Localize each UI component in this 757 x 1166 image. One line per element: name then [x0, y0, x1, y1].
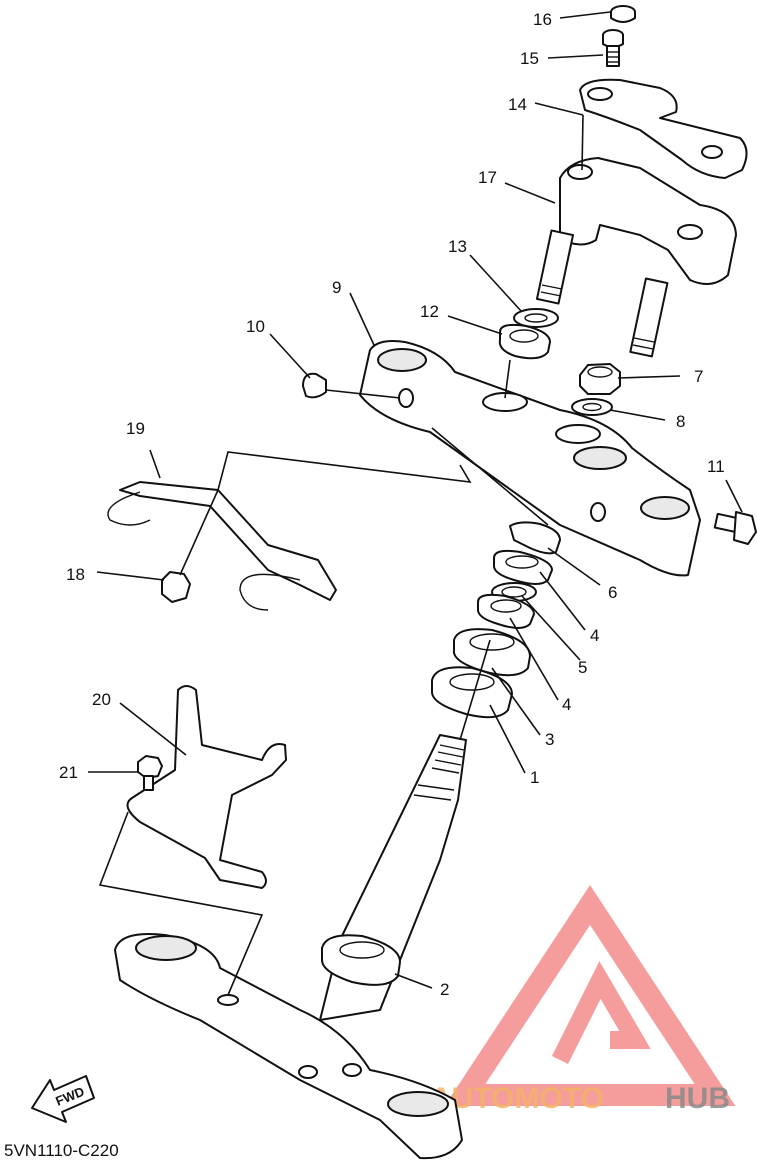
- part-2-lower-bearing: [321, 934, 401, 986]
- callout-17: 17: [478, 168, 497, 187]
- part-10-plug: [302, 372, 327, 399]
- part-18-nut: [161, 571, 191, 603]
- part-12-bushing: [498, 323, 551, 360]
- callout-14: 14: [508, 95, 527, 114]
- callout-3: 3: [545, 730, 554, 749]
- callout-1: 1: [530, 768, 539, 787]
- callout-18: 18: [66, 565, 85, 584]
- part-4-ring-nut-a: [493, 549, 553, 585]
- part-6-washer: [509, 521, 561, 555]
- part-8-washer: [571, 398, 613, 416]
- part-4-ring-nut-b: [477, 593, 535, 629]
- part-19-cable-bracket: [107, 481, 337, 611]
- callout-9: 9: [332, 278, 341, 297]
- callout-6: 6: [608, 583, 617, 602]
- part-15-bolt: [602, 29, 624, 67]
- part-9-upper-bracket: [359, 340, 701, 577]
- leader-lines: [88, 11, 743, 996]
- part-7-nut: [579, 363, 621, 395]
- part-16-cap: [610, 5, 636, 23]
- callout-13: 13: [448, 237, 467, 256]
- callout-19: 19: [126, 419, 145, 438]
- fwd-arrow: FWD: [31, 1075, 95, 1123]
- part-11-bolt: [713, 511, 757, 545]
- part-1-bearing: [431, 666, 513, 719]
- callout-labels: 16 15 14 17 13 12 9 10 7 8 11 6 4 5 4 3 …: [59, 10, 725, 999]
- lower-bracket: [114, 933, 463, 1160]
- part-20-plate: [126, 685, 287, 889]
- callout-4b: 4: [562, 695, 571, 714]
- callout-16: 16: [533, 10, 552, 29]
- part-3-dust-seal: [452, 628, 531, 677]
- callout-12: 12: [420, 302, 439, 321]
- callout-21: 21: [59, 763, 78, 782]
- callout-20: 20: [92, 690, 111, 709]
- part-13-washer: [513, 308, 559, 328]
- watermark-text-right: HUB: [665, 1082, 730, 1115]
- callout-8: 8: [676, 412, 685, 431]
- watermark-logo: [444, 884, 736, 1106]
- callout-2: 2: [440, 980, 449, 999]
- diagram-code: 5VN1110-C220: [4, 1141, 119, 1160]
- watermark-text-left: AUTOMOTO: [430, 1082, 604, 1115]
- callout-7: 7: [694, 367, 703, 386]
- callout-15: 15: [520, 49, 539, 68]
- callout-5: 5: [578, 658, 587, 677]
- callout-4a: 4: [590, 626, 599, 645]
- callout-11: 11: [707, 457, 725, 476]
- part-21-bolt: [137, 755, 163, 791]
- callout-10: 10: [246, 317, 265, 336]
- part-14-upper-holder: [579, 78, 748, 179]
- part-17-lower-holders: [535, 157, 737, 358]
